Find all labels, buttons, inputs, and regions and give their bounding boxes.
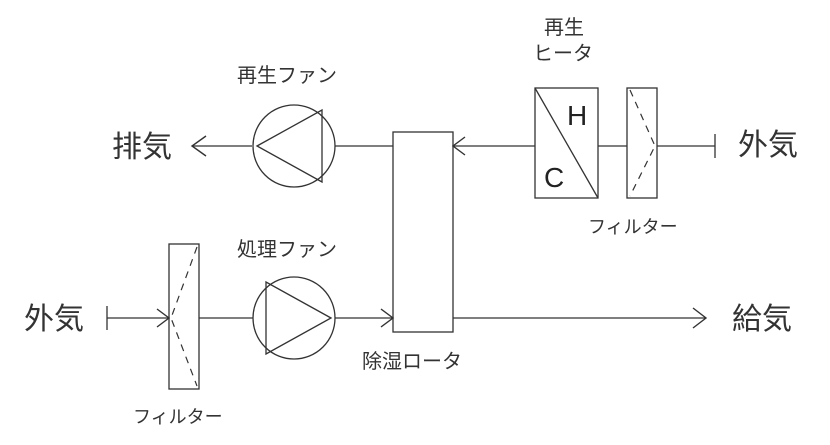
supply-arrow [692,307,708,329]
exhaust-arrow [190,135,207,157]
regen-fan-triangle [255,108,323,184]
regen-heater-label-line1: 再生 [544,15,584,39]
filter-bottom-dashed-line [170,246,198,387]
exhaust-label: 排気 [112,130,172,165]
filter-top-label: フィルター [588,217,678,238]
regen-fan [252,104,336,188]
outside-air-top-label: 外気 [738,128,798,163]
process-fan-triangle [265,280,333,356]
process-fan [252,276,336,360]
outside-air-bottom-label: 外気 [24,302,84,337]
regen-heater-diagonal [534,87,599,199]
regen-heater-label-line2: ヒータ [533,41,593,65]
heater-hot-label: H [567,100,587,131]
filter-bottom-label: フィルター [133,407,223,428]
regen-fan-label: 再生ファン [237,63,337,87]
filter-bottom [168,243,200,390]
filter-top [626,87,658,199]
filter-top-dashed-line [629,89,656,197]
desiccant-rotor [392,131,454,333]
supply-air-label: 給気 [732,302,792,337]
heater-cold-label: C [544,162,564,193]
rotor-label: 除湿ロータ [362,349,462,373]
regen-heater [534,87,599,199]
process-fan-label: 処理ファン [237,237,337,261]
